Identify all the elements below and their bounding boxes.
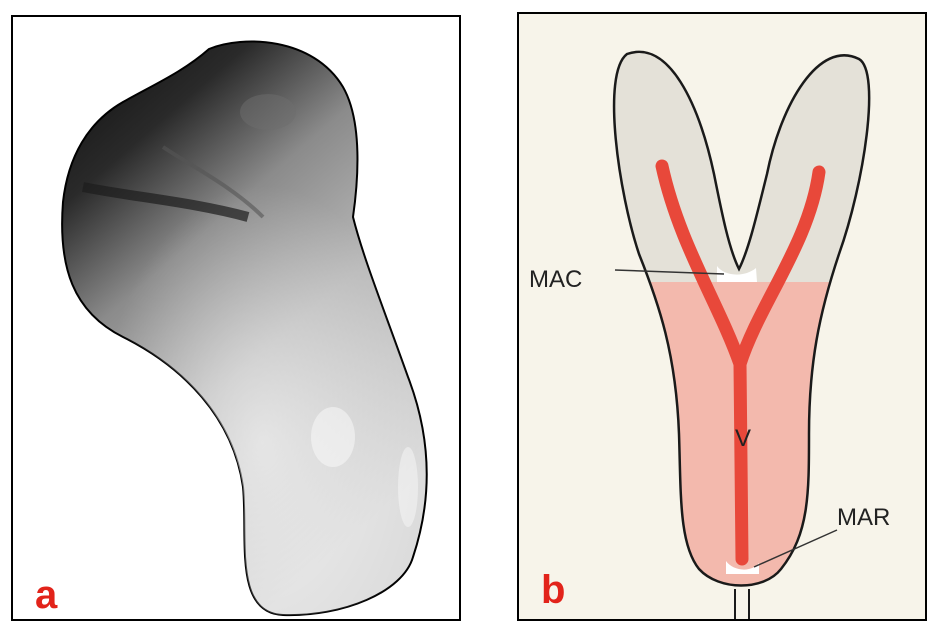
panel-a: a (11, 15, 461, 621)
v-label: V (735, 425, 751, 452)
panel-label-b: b (541, 570, 565, 610)
panel-b: MAC V MAR b (517, 12, 927, 621)
specimen-photo (13, 17, 459, 619)
mac-label: MAC (529, 266, 582, 293)
panel-label-a: a (35, 575, 57, 615)
mar-label: MAR (837, 504, 890, 531)
schematic-diagram: MAC V MAR (519, 14, 925, 619)
